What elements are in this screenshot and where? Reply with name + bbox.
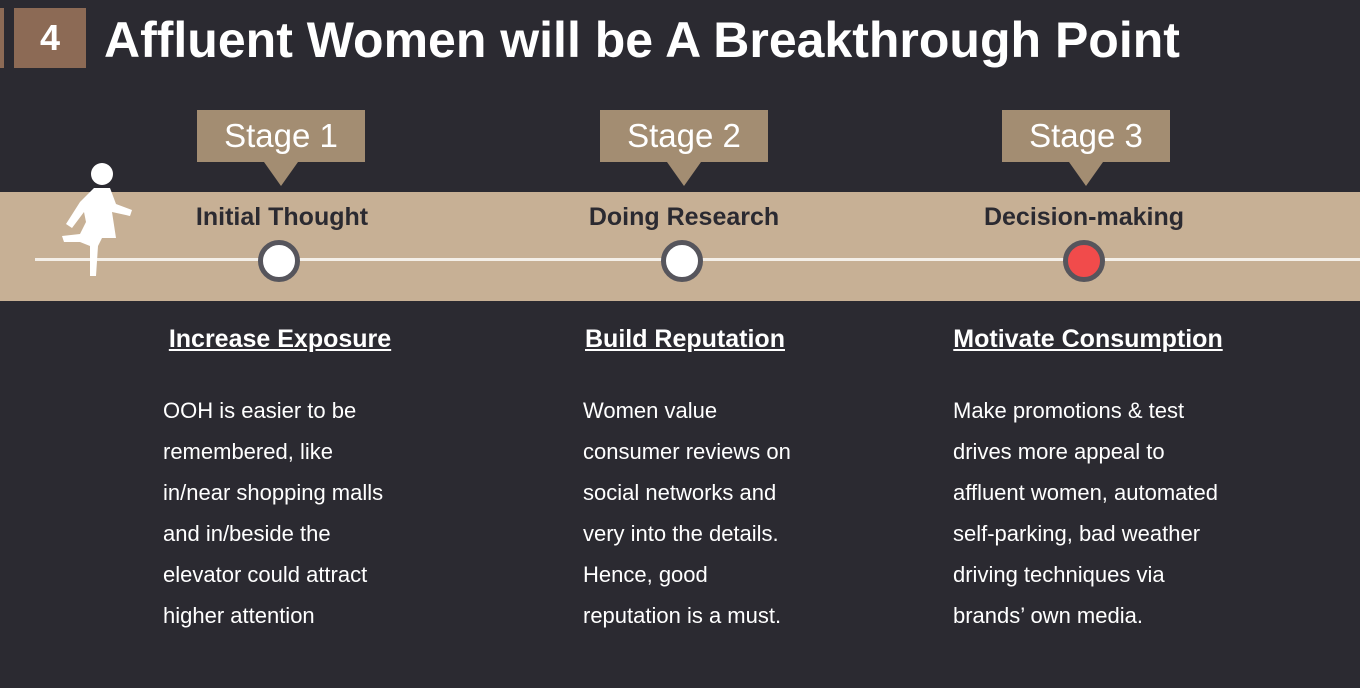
- column-heading-build-reputation: Build Reputation: [585, 325, 785, 353]
- header-accent-bar: [0, 8, 4, 68]
- column-heading-increase-exposure: Increase Exposure: [168, 325, 392, 353]
- phase-label-doing-research: Doing Research: [588, 203, 780, 231]
- phase-label-initial-thought: Initial Thought: [195, 203, 369, 231]
- body-line: social networks and: [583, 480, 777, 505]
- timeline-marker-1: [258, 240, 300, 282]
- page-title: Affluent Women will be A Breakthrough Po…: [104, 12, 1180, 68]
- body-line: and in/beside the: [163, 521, 331, 546]
- body-line: Make promotions & test: [953, 398, 1185, 423]
- column-body-3: Make promotions & test drives more appea…: [953, 390, 1218, 636]
- body-line: higher attention: [163, 603, 315, 628]
- body-line: affluent women, automated: [953, 480, 1218, 505]
- column-body-1: OOH is easier to be remembered, like in/…: [163, 390, 383, 636]
- body-line: very into the details.: [583, 521, 779, 546]
- stage-1-box: Stage 1: [197, 110, 365, 186]
- column-body-2: Women value consumer reviews on social n…: [583, 390, 791, 636]
- phase-label-decision-making: Decision-making: [983, 203, 1185, 231]
- column-heading-motivate-consumption: Motivate Consumption: [953, 325, 1223, 353]
- stage-2-box: Stage 2: [600, 110, 768, 186]
- body-line: in/near shopping malls: [163, 480, 384, 505]
- body-line: reputation is a must.: [583, 603, 782, 628]
- body-line: brands’ own media.: [953, 603, 1143, 628]
- stage-3-box: Stage 3: [1002, 110, 1170, 186]
- slide-number-badge: 4: [14, 8, 86, 68]
- timeline-marker-3: [1063, 240, 1105, 282]
- body-line: elevator could attract: [163, 562, 368, 587]
- timeline-marker-2: [661, 240, 703, 282]
- body-line: remembered, like: [163, 439, 333, 464]
- body-line: self-parking, bad weather: [953, 521, 1201, 546]
- body-line: drives more appeal to: [953, 439, 1165, 464]
- body-line: driving techniques via: [953, 562, 1165, 587]
- running-woman-icon: [62, 163, 132, 276]
- body-line: Women value: [583, 398, 718, 423]
- body-line: Hence, good: [583, 562, 708, 587]
- body-line: OOH is easier to be: [163, 398, 357, 423]
- body-line: consumer reviews on: [583, 439, 791, 464]
